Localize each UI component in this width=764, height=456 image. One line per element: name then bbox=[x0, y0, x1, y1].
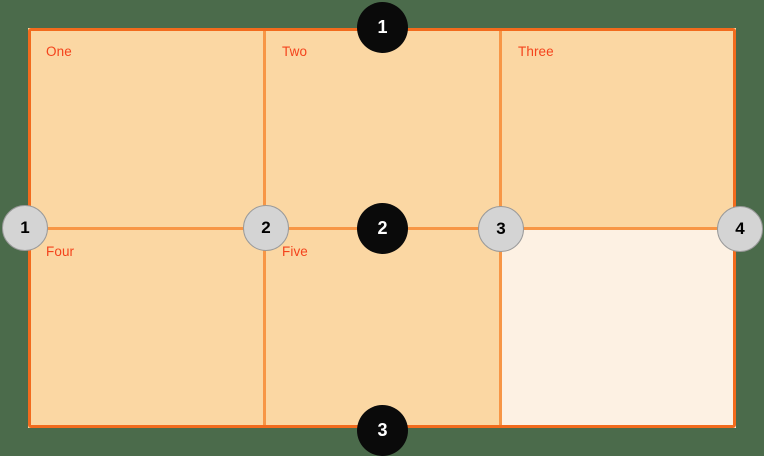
column-handle-4-label: 4 bbox=[735, 219, 745, 238]
grid-cell-one[interactable]: One bbox=[28, 28, 264, 228]
cell-label-one: One bbox=[46, 44, 72, 59]
grid-cell-five[interactable]: Five bbox=[264, 228, 500, 428]
grid-cell-empty[interactable] bbox=[500, 228, 736, 428]
column-handle-3-label: 3 bbox=[496, 219, 506, 238]
row-handle-2-label: 2 bbox=[377, 218, 388, 238]
column-handle-3[interactable]: 3 bbox=[478, 206, 524, 252]
layout-grid: One Two Three Four Five bbox=[28, 28, 736, 428]
cell-label-five: Five bbox=[282, 244, 308, 259]
row-handle-1[interactable]: 1 bbox=[357, 2, 408, 53]
row-handle-1-label: 1 bbox=[377, 17, 388, 37]
row-handle-3-label: 3 bbox=[377, 420, 388, 440]
grid-cell-two[interactable]: Two bbox=[264, 28, 500, 228]
grid-cell-four[interactable]: Four bbox=[28, 228, 264, 428]
column-handle-2-label: 2 bbox=[261, 218, 271, 237]
cell-label-four: Four bbox=[46, 244, 75, 259]
cell-label-two: Two bbox=[282, 44, 308, 59]
cell-label-three: Three bbox=[518, 44, 554, 59]
column-handle-1-label: 1 bbox=[20, 218, 30, 237]
column-handle-1[interactable]: 1 bbox=[2, 205, 48, 251]
column-handle-2[interactable]: 2 bbox=[243, 205, 289, 251]
grid-cell-three[interactable]: Three bbox=[500, 28, 736, 228]
column-handle-4[interactable]: 4 bbox=[717, 206, 763, 252]
row-handle-3[interactable]: 3 bbox=[357, 405, 408, 456]
row-handle-2[interactable]: 2 bbox=[357, 203, 408, 254]
